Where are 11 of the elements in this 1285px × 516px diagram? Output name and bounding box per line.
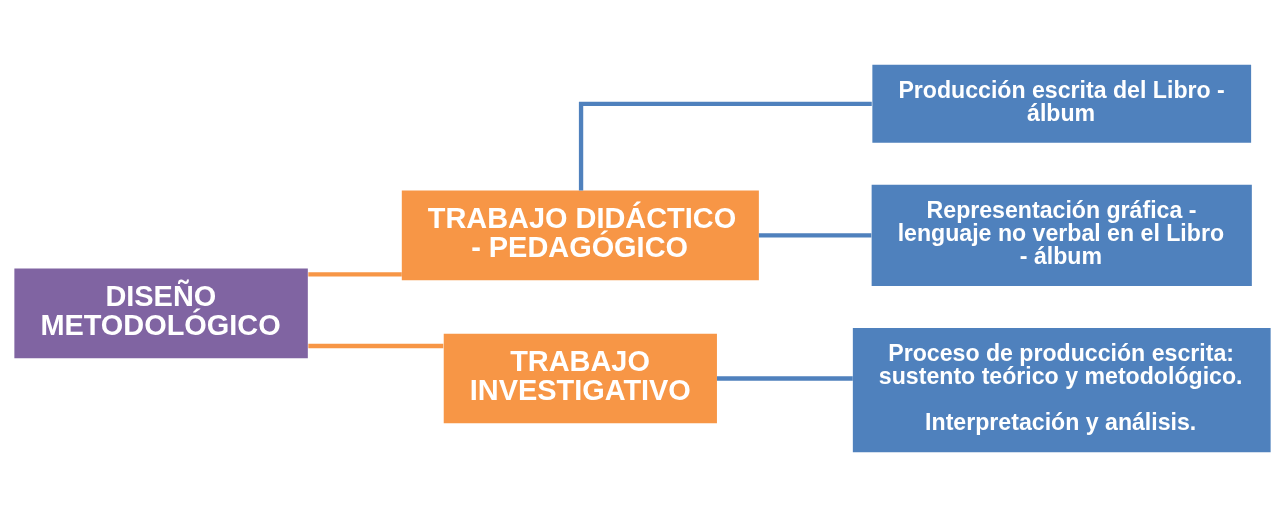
node-box: Representación gráfica - lenguaje no verbal en el Libro - álbum (871, 184, 1252, 286)
node-box: TRABAJO DIDÁCTICO - PEDAGÓGICO (401, 190, 759, 280)
connector (717, 375, 853, 381)
connector (578, 101, 872, 190)
node-box: Producción escrita del Libro - álbum (872, 64, 1252, 143)
connector (308, 343, 444, 348)
connector (308, 271, 402, 277)
node-box: TRABAJO INVESTIGATIVO (443, 333, 717, 423)
node-box: DISEÑO METODOLÓGICO (14, 268, 308, 358)
connector (758, 232, 872, 238)
node-box: Proceso de producción escrita: sustento teórico y metodológico. Interpretación y análisis. (852, 327, 1271, 452)
